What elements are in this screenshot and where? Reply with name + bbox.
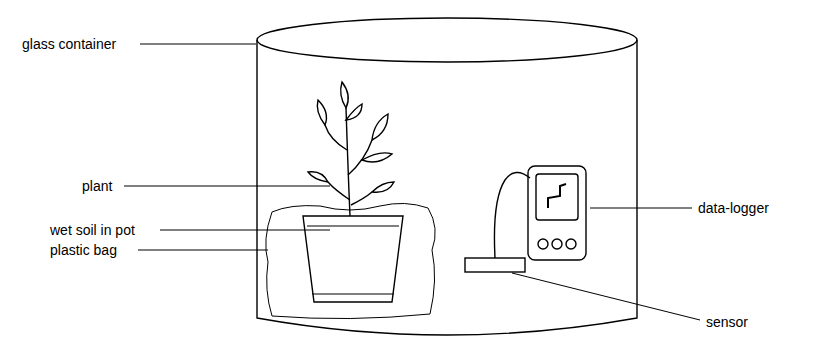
leader-line xyxy=(138,250,268,251)
plant-branch xyxy=(351,192,372,205)
pot-base xyxy=(312,294,394,295)
leader-line xyxy=(124,186,330,187)
leader-line xyxy=(590,208,692,209)
sensor-body xyxy=(465,258,525,272)
plant-branch xyxy=(325,125,347,150)
leaf xyxy=(372,114,388,140)
part-label: wet soil in pot xyxy=(50,221,135,239)
soil-surface xyxy=(307,226,399,227)
leaf xyxy=(372,182,394,192)
leaf xyxy=(362,153,392,162)
data-logger-case xyxy=(528,166,586,260)
pot xyxy=(303,216,403,302)
data-logger-screen xyxy=(536,174,578,220)
leaf xyxy=(346,104,362,120)
leaf xyxy=(341,82,349,108)
data-trace xyxy=(548,184,566,208)
leader-line xyxy=(512,273,700,320)
button xyxy=(566,239,576,249)
container-rim xyxy=(257,18,637,62)
leader-line xyxy=(140,44,256,45)
button xyxy=(538,239,548,249)
part-label: plastic bag xyxy=(50,241,117,259)
part-label: plant xyxy=(82,177,112,195)
button xyxy=(552,239,562,249)
container-wall xyxy=(257,40,637,335)
sensor-cable xyxy=(494,172,530,258)
leaf xyxy=(317,100,326,125)
leader-line xyxy=(160,230,330,231)
container-label: glass container xyxy=(22,35,116,53)
leaf xyxy=(308,172,328,182)
part-label: sensor xyxy=(706,313,748,331)
plastic-bag xyxy=(266,203,435,318)
plant-branch xyxy=(328,182,350,200)
part-label: data-logger xyxy=(698,199,769,217)
